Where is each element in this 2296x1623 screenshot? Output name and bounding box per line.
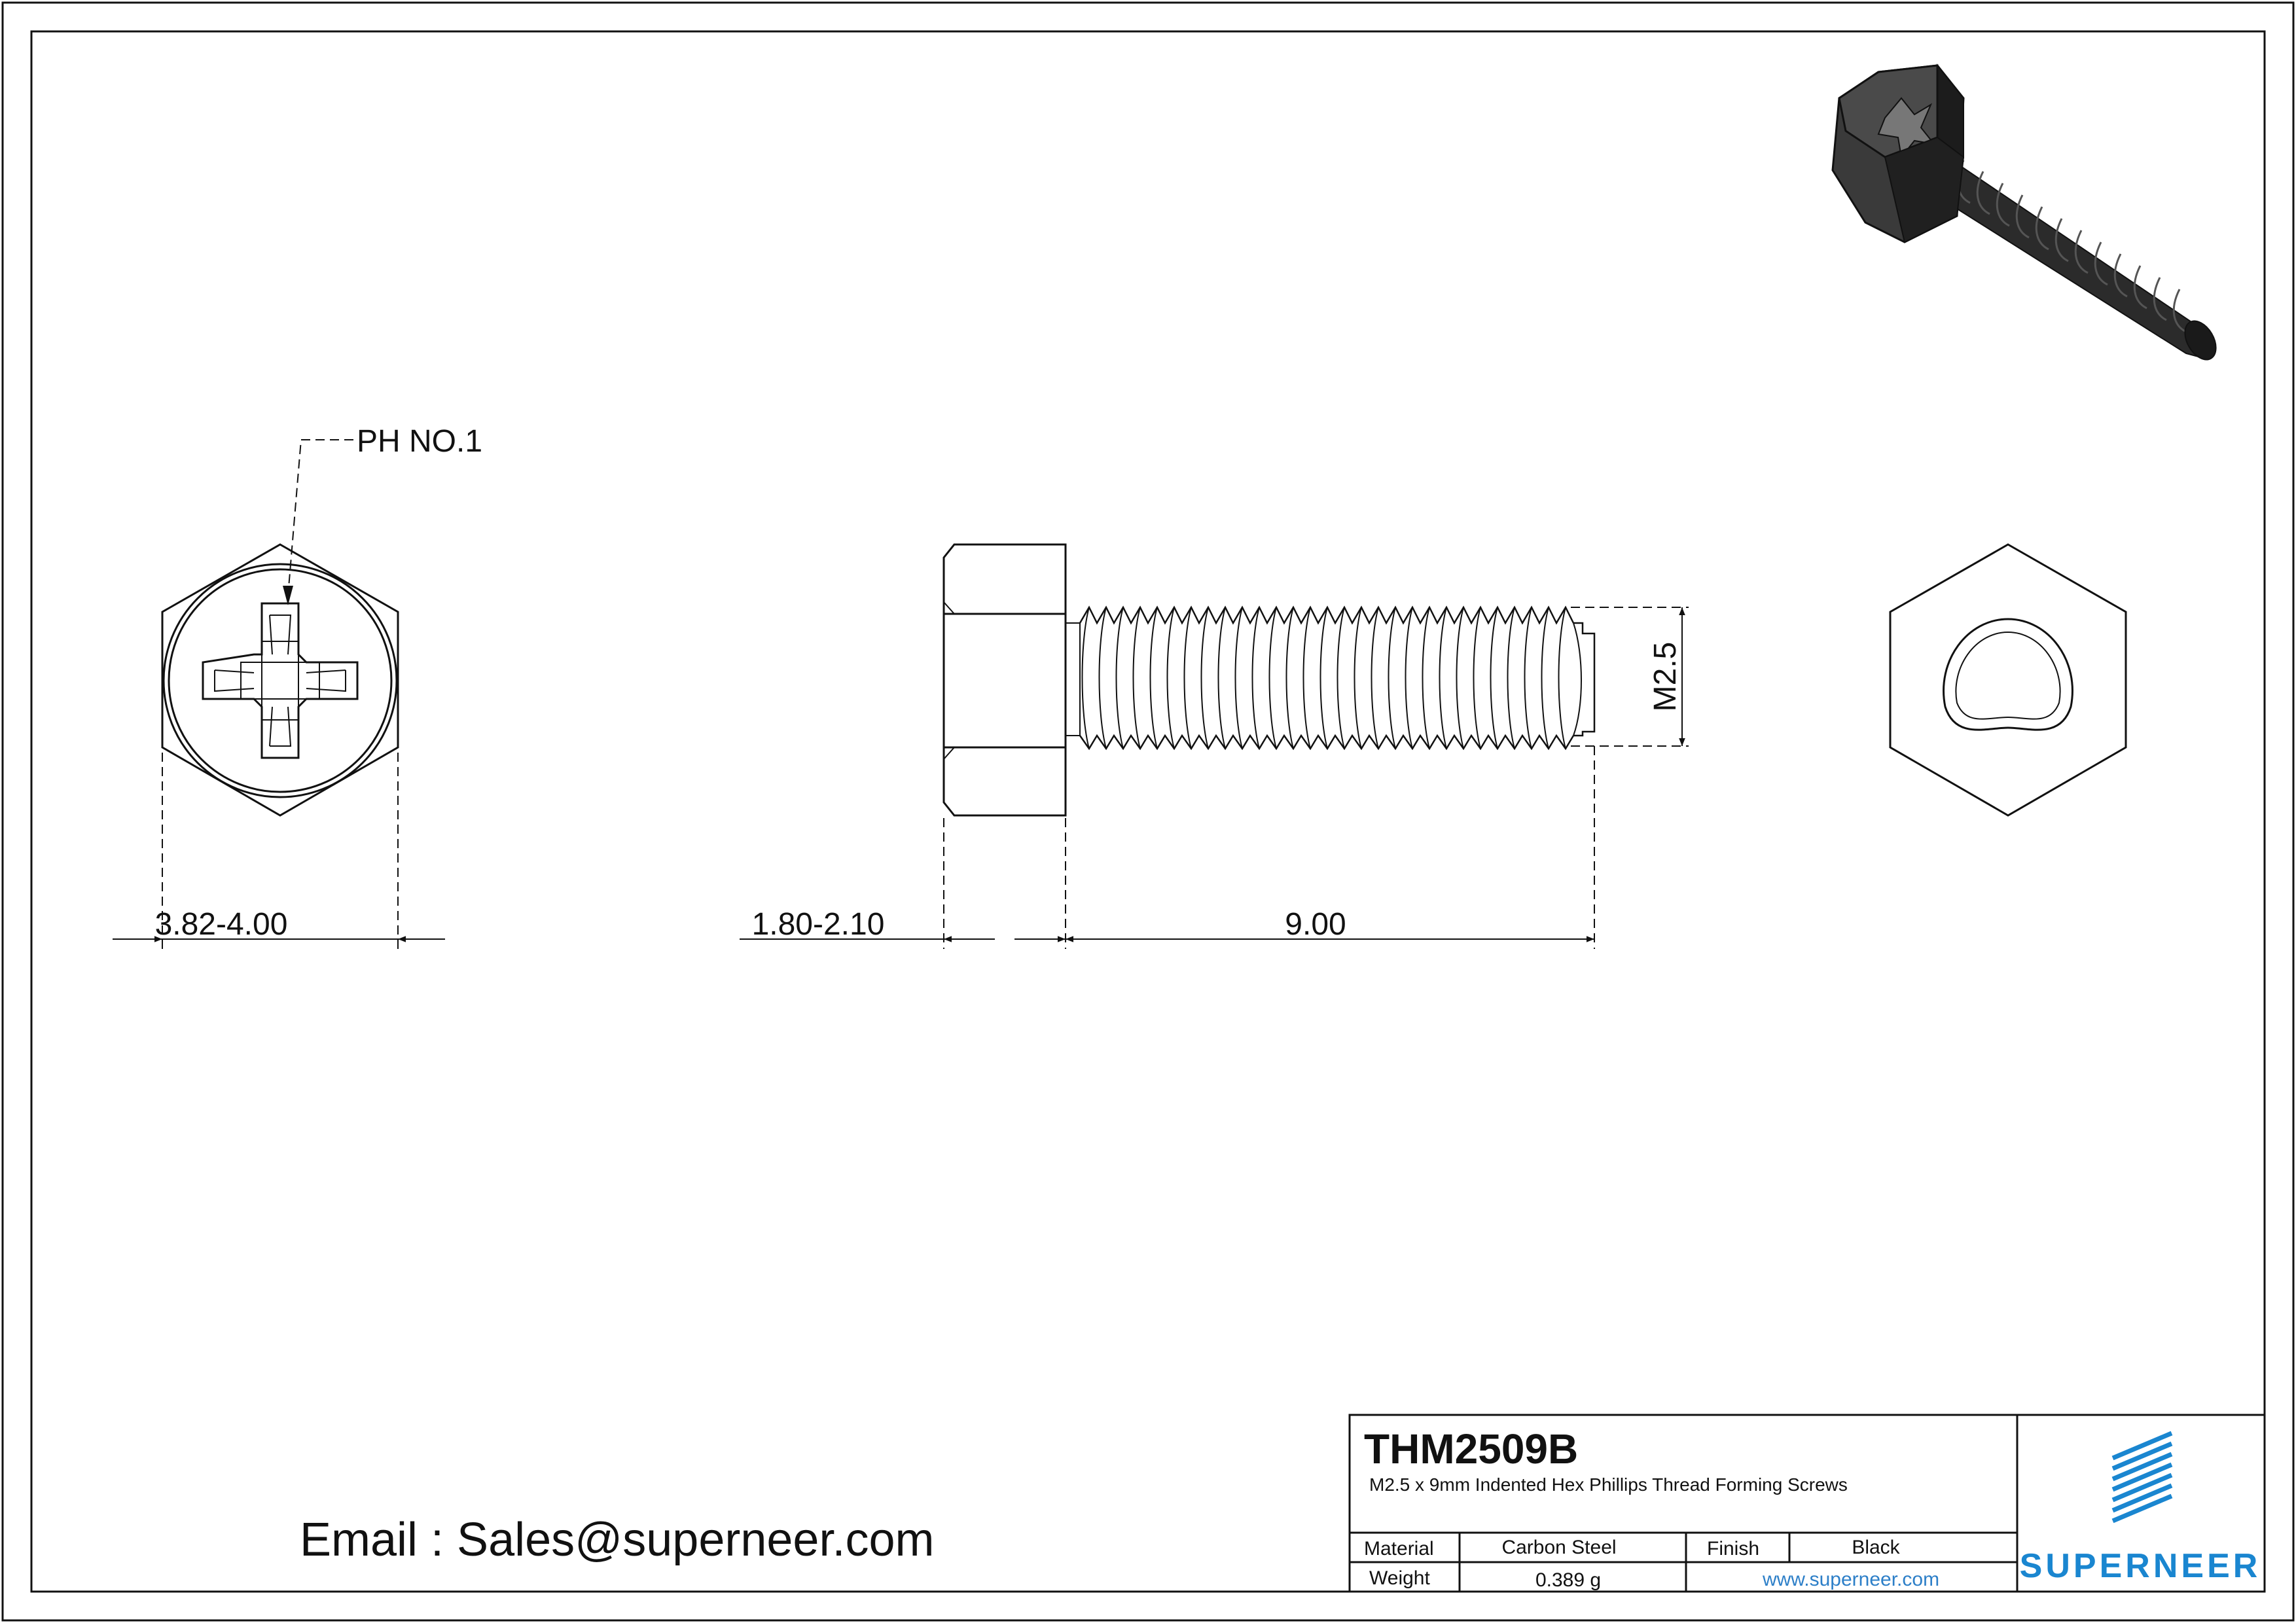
weight-label: Weight [1369,1567,1430,1589]
screw-side-view [740,543,1689,949]
head-inner-circle [168,568,393,793]
part-description: M2.5 x 9mm Indented Hex Phillips Thread … [1369,1474,1848,1495]
hex-outline [161,543,399,817]
weight-value: 0.389 g [1535,1569,1601,1591]
screw-tip [1573,622,1596,737]
material-value: Carbon Steel [1501,1537,1616,1558]
dim-head-width-label: 3.82-4.00 [155,907,288,942]
callout-ph-label: PH NO.1 [357,424,482,459]
title-block [1348,1414,2266,1593]
drawing-border [30,30,2266,1593]
contact-email[interactable]: Email : Sales@superneer.com [300,1514,935,1566]
hex-head-side [942,543,1067,817]
material-label: Material [1364,1538,1434,1560]
dim-thread-label: M2.5 [1648,642,1683,712]
phillips-recess [202,602,359,759]
hex-end-outline [1889,543,2127,817]
website-link[interactable]: www.superneer.com [1762,1569,1939,1590]
dim-head-height-label: 1.80-2.10 [752,907,885,942]
head-top-view [113,439,445,949]
superneer-logo-icon [2111,1431,2173,1524]
dim-length-label: 9.00 [1285,907,1346,942]
trilobular-inner [1955,631,2061,720]
thread-flanks [1081,607,1566,749]
part-number: THM2509B [1364,1425,1578,1472]
thread-profile [1079,605,1575,751]
callout-leader [287,439,353,596]
trilobular-outer [1943,618,2073,731]
isometric-render [1831,63,2217,361]
brand-name: SUPERNEER [2020,1547,2261,1585]
head-bearing-circle [162,563,398,798]
finish-value: Black [1852,1537,1900,1558]
finish-label: Finish [1707,1538,1759,1560]
tip-end-view [1889,543,2127,817]
